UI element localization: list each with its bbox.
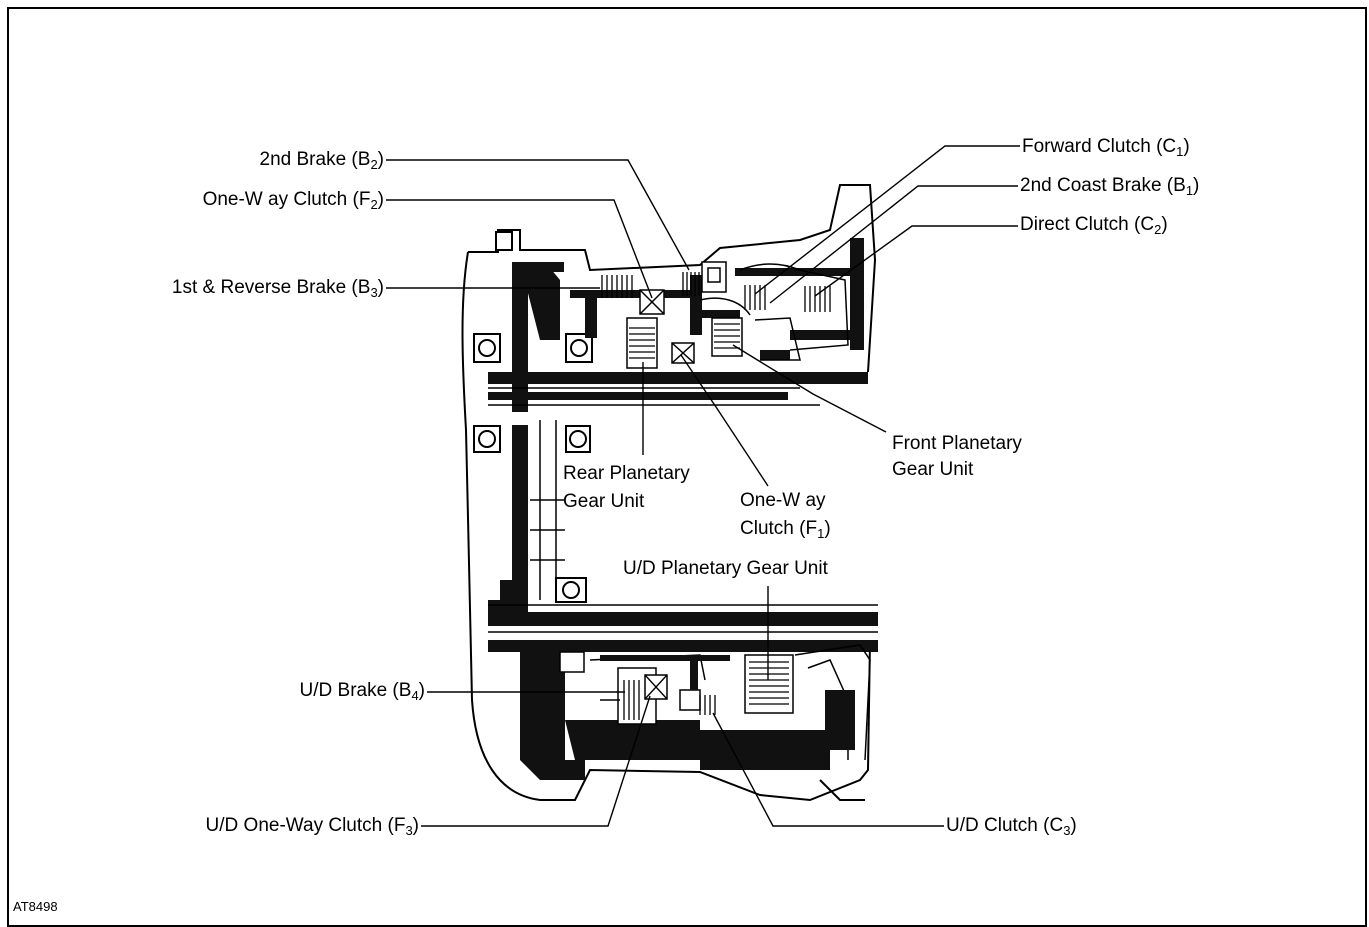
label-ud-one-way-clutch: U/D One-Way Clutch (F3) [205,815,419,838]
label-ud-clutch: U/D Clutch (C3) [946,815,1077,838]
label-2nd-brake: 2nd Brake (B2) [259,149,384,172]
label-ud-brake: U/D Brake (B4) [299,680,425,703]
label-ud-planetary-gear-unit: U/D Planetary Gear Unit [623,558,828,579]
label-1st-reverse-brake: 1st & Reverse Brake (B3) [171,277,384,300]
label-2nd-coast-brake: 2nd Coast Brake (B1) [1020,175,1200,198]
label-one-way-clutch-f2: One-W ay Clutch (F2) [202,189,384,212]
label-direct-clutch: Direct Clutch (C2) [1020,214,1168,237]
figure-code: AT8498 [13,899,58,914]
label-forward-clutch: Forward Clutch (C1) [1022,136,1190,159]
